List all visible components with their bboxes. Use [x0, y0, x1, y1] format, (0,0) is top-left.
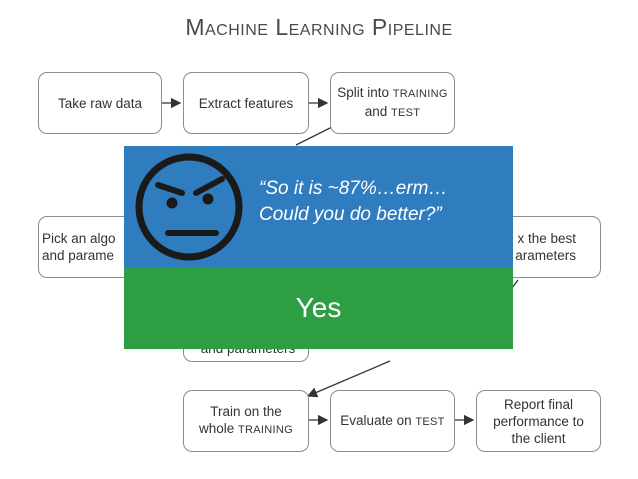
dialog-prompt-panel: “So it is ~87%…erm… Could you do better?… [124, 146, 513, 267]
yes-button[interactable]: Yes [124, 267, 513, 349]
node-take-raw-data: Take raw data [38, 72, 162, 134]
arrow-to-train [306, 360, 391, 398]
frowning-face-icon [135, 153, 243, 261]
node-evaluate: Evaluate on test [330, 390, 455, 452]
yes-button-label: Yes [295, 292, 342, 323]
node-split: Split into training and test [330, 72, 455, 134]
arrow-split-to-pick [295, 126, 333, 146]
node-extract-features: Extract features [183, 72, 309, 134]
node-report: Report final performance to the client [476, 390, 601, 452]
dialog-quote: “So it is ~87%…erm… Could you do better?… [259, 178, 448, 225]
node-train: Train on the whole training [183, 390, 309, 452]
arrow-fix-to-train-top [511, 279, 519, 289]
pipeline-title: Machine Learning Pipeline [185, 14, 453, 40]
